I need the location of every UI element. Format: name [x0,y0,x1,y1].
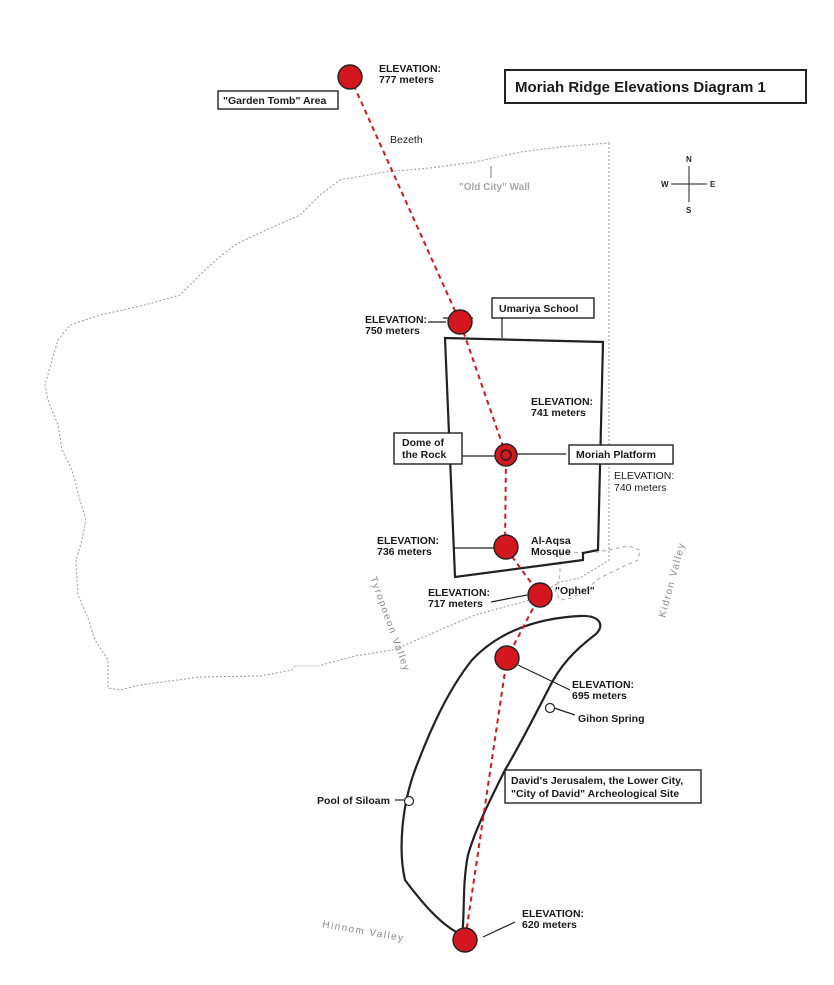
ophel-outline [554,545,641,601]
gihon-spring-marker [544,702,556,714]
garden-tomb-elev-value: 777 meters [379,74,434,86]
moriah-platform-elev-value: 740 meters [614,482,667,494]
ophel-elev-label: ELEVATION: [428,587,490,599]
marker-umariya [447,309,473,335]
ridge-line [349,76,542,941]
title-box [504,69,807,104]
ophel-site: "Ophel" [555,585,595,597]
moriah-platform-elev-label: ELEVATION: [614,470,674,482]
garden-tomb-elev-label: ELEVATION: [379,63,441,75]
aqsa-site-line2: Mosque [531,546,571,558]
compass-w: W [661,180,669,189]
umariya-elev-value: 750 meters [365,325,420,337]
garden-tomb-box [217,90,339,110]
moriah-platform [443,336,605,579]
compass-s: S [686,206,692,215]
dome-box [393,432,463,465]
city-of-david-box [504,769,702,804]
city-david-elev-value: 695 meters [572,690,627,702]
ophel-elev-value: 717 meters [428,598,483,610]
city-of-david-outline [400,614,602,937]
dome-site-line1: Dome of [402,437,445,449]
marker-dome [494,443,518,467]
old-city-wall-label: "Old City" Wall [459,182,530,193]
umariya-box [491,297,595,319]
moriah-platform-box [568,444,674,465]
aqsa-elev-value: 736 meters [377,546,432,558]
aqsa-elev-label: ELEVATION: [377,535,439,547]
bezeth-label: Bezeth [390,134,423,146]
compass-e: E [710,180,716,189]
compass: N S W E [661,155,716,215]
marker-garden-tomb [337,64,363,90]
pool-of-siloam-marker [403,795,415,807]
dome-elev-value: 741 meters [531,407,586,419]
aqsa-site-line1: Al-Aqsa [531,535,571,547]
marker-ophel [527,582,553,608]
hinnom-elev-value: 620 meters [522,919,577,931]
marker-city-david [494,645,520,671]
gihon-spring-label: Gihon Spring [578,713,645,725]
marker-aqsa [493,534,519,560]
city-of-david-line2: "City of David" Archeological Site [511,788,679,800]
city-of-david-line1: David's Jerusalem, the Lower City, [511,775,683,787]
hinnom-valley-label: Hinnom Valley [321,919,405,944]
tyropoeon-valley-label: Tyropoeon Valley [367,575,412,673]
umariya-site: Umariya School [499,303,578,315]
moriah-platform-label: Moriah Platform [576,449,656,461]
dome-inner-ring [500,449,512,461]
old-city-wall-outline [44,142,610,691]
dome-site-line2: the Rock [402,449,447,461]
umariya-elev-label: ELEVATION: [365,314,427,326]
compass-n: N [686,155,692,164]
diagram-title: Moriah Ridge Elevations Diagram 1 [515,79,766,96]
dome-elev-label: ELEVATION: [531,396,593,408]
kidron-valley-label: Kidron Valley [657,541,688,619]
city-david-elev-label: ELEVATION: [572,679,634,691]
hinnom-elev-label: ELEVATION: [522,908,584,920]
pool-of-siloam-label: Pool of Siloam [317,795,390,807]
garden-tomb-site: "Garden Tomb" Area [223,95,326,107]
marker-hinnom [452,927,478,953]
